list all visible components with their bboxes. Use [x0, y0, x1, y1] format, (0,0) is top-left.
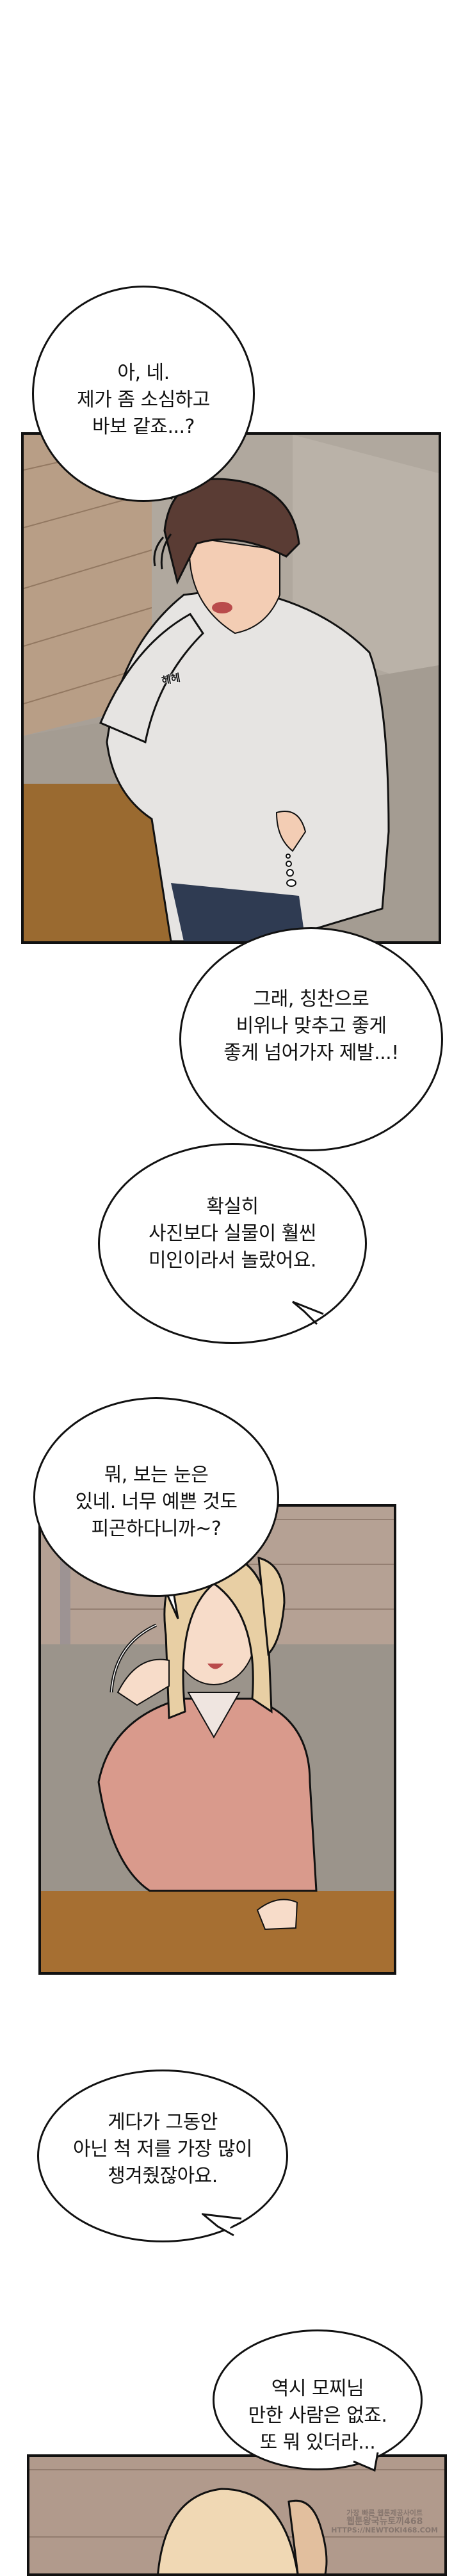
speech-bubble-4: 뭐, 보는 눈은 있네. 너무 예쁜 것도 피곤하다니까~?	[33, 1397, 279, 1597]
speech-bubble-3: 확실히 사진보다 실물이 훨씬 미인이라서 놀랐어요.	[98, 1143, 367, 1344]
panel-3-woman-head: 가장 빠른 웹툰제공사이트 웹툰왕국뉴토끼468 HTTPS://NEWTOKI…	[27, 2454, 447, 2576]
panel-3-illustration	[29, 2469, 444, 2573]
bubble-line: 비위나 맞추고 좋게	[236, 1015, 387, 1037]
bubble-tail	[346, 2452, 379, 2472]
bubble-line: 피곤하다니까~?	[91, 1518, 222, 1540]
sfx-hehe: 헤헤	[160, 671, 182, 687]
bubble-line: 또 뭐 있더라...	[259, 2431, 376, 2454]
panel-1-illustration	[24, 435, 439, 941]
watermark: 가장 빠른 웹툰제공사이트 웹툰왕국뉴토끼468 HTTPS://NEWTOKI…	[331, 2509, 438, 2535]
speech-bubble-1: 아, 네. 제가 좀 소심하고 바보 같죠...?	[32, 286, 255, 502]
bubble-line: 챙겨줬잖아요.	[108, 2165, 218, 2187]
bubble-tail	[292, 1300, 324, 1325]
bubble-line: 있네. 너무 예쁜 것도	[75, 1491, 238, 1513]
bubble-line: 아, 네.	[117, 362, 170, 384]
bubble-line: 미인이라서 놀랐어요.	[149, 1249, 316, 1272]
panel-1-man: 헤헤	[21, 432, 441, 944]
bubble-line: 역시 모찌님	[271, 2378, 364, 2400]
watermark-line: HTTPS://NEWTOKI468.COM	[331, 2526, 438, 2535]
speech-bubble-6: 역시 모찌님 만한 사람은 없죠. 또 뭐 있더라...	[213, 2329, 423, 2470]
speech-bubble-5: 게다가 그동안 아닌 척 저를 가장 많이 챙겨줬잖아요.	[37, 2070, 288, 2242]
bubble-line: 그래, 칭찬으로	[253, 988, 369, 1010]
bubble-line: 만한 사람은 없죠.	[248, 2404, 387, 2427]
bubble-line: 뭐, 보는 눈은	[104, 1464, 209, 1486]
watermark-line: 웹툰왕국뉴토끼468	[346, 2516, 423, 2527]
bubble-line: 바보 같죠...?	[92, 416, 195, 438]
speed-lines-effect	[2, 0, 455, 295]
bubble-tail	[202, 2213, 242, 2237]
watermark-line: 가장 빠른 웹툰제공사이트	[346, 2509, 423, 2517]
bubble-line: 아닌 척 저를 가장 많이	[72, 2138, 253, 2160]
bubble-line: 좋게 넘어가자 제발...!	[223, 1042, 399, 1064]
speech-bubble-2: 그래, 칭찬으로 비위나 맞추고 좋게 좋게 넘어가자 제발...!	[179, 927, 443, 1151]
bubble-line: 사진보다 실물이 훨씬	[149, 1222, 316, 1245]
panel-2-woman	[38, 1504, 396, 1975]
bubble-line: 게다가 그동안	[108, 2111, 218, 2134]
bubble-line: 제가 좀 소심하고	[77, 389, 210, 411]
bubble-line: 확실히	[206, 1195, 259, 1218]
